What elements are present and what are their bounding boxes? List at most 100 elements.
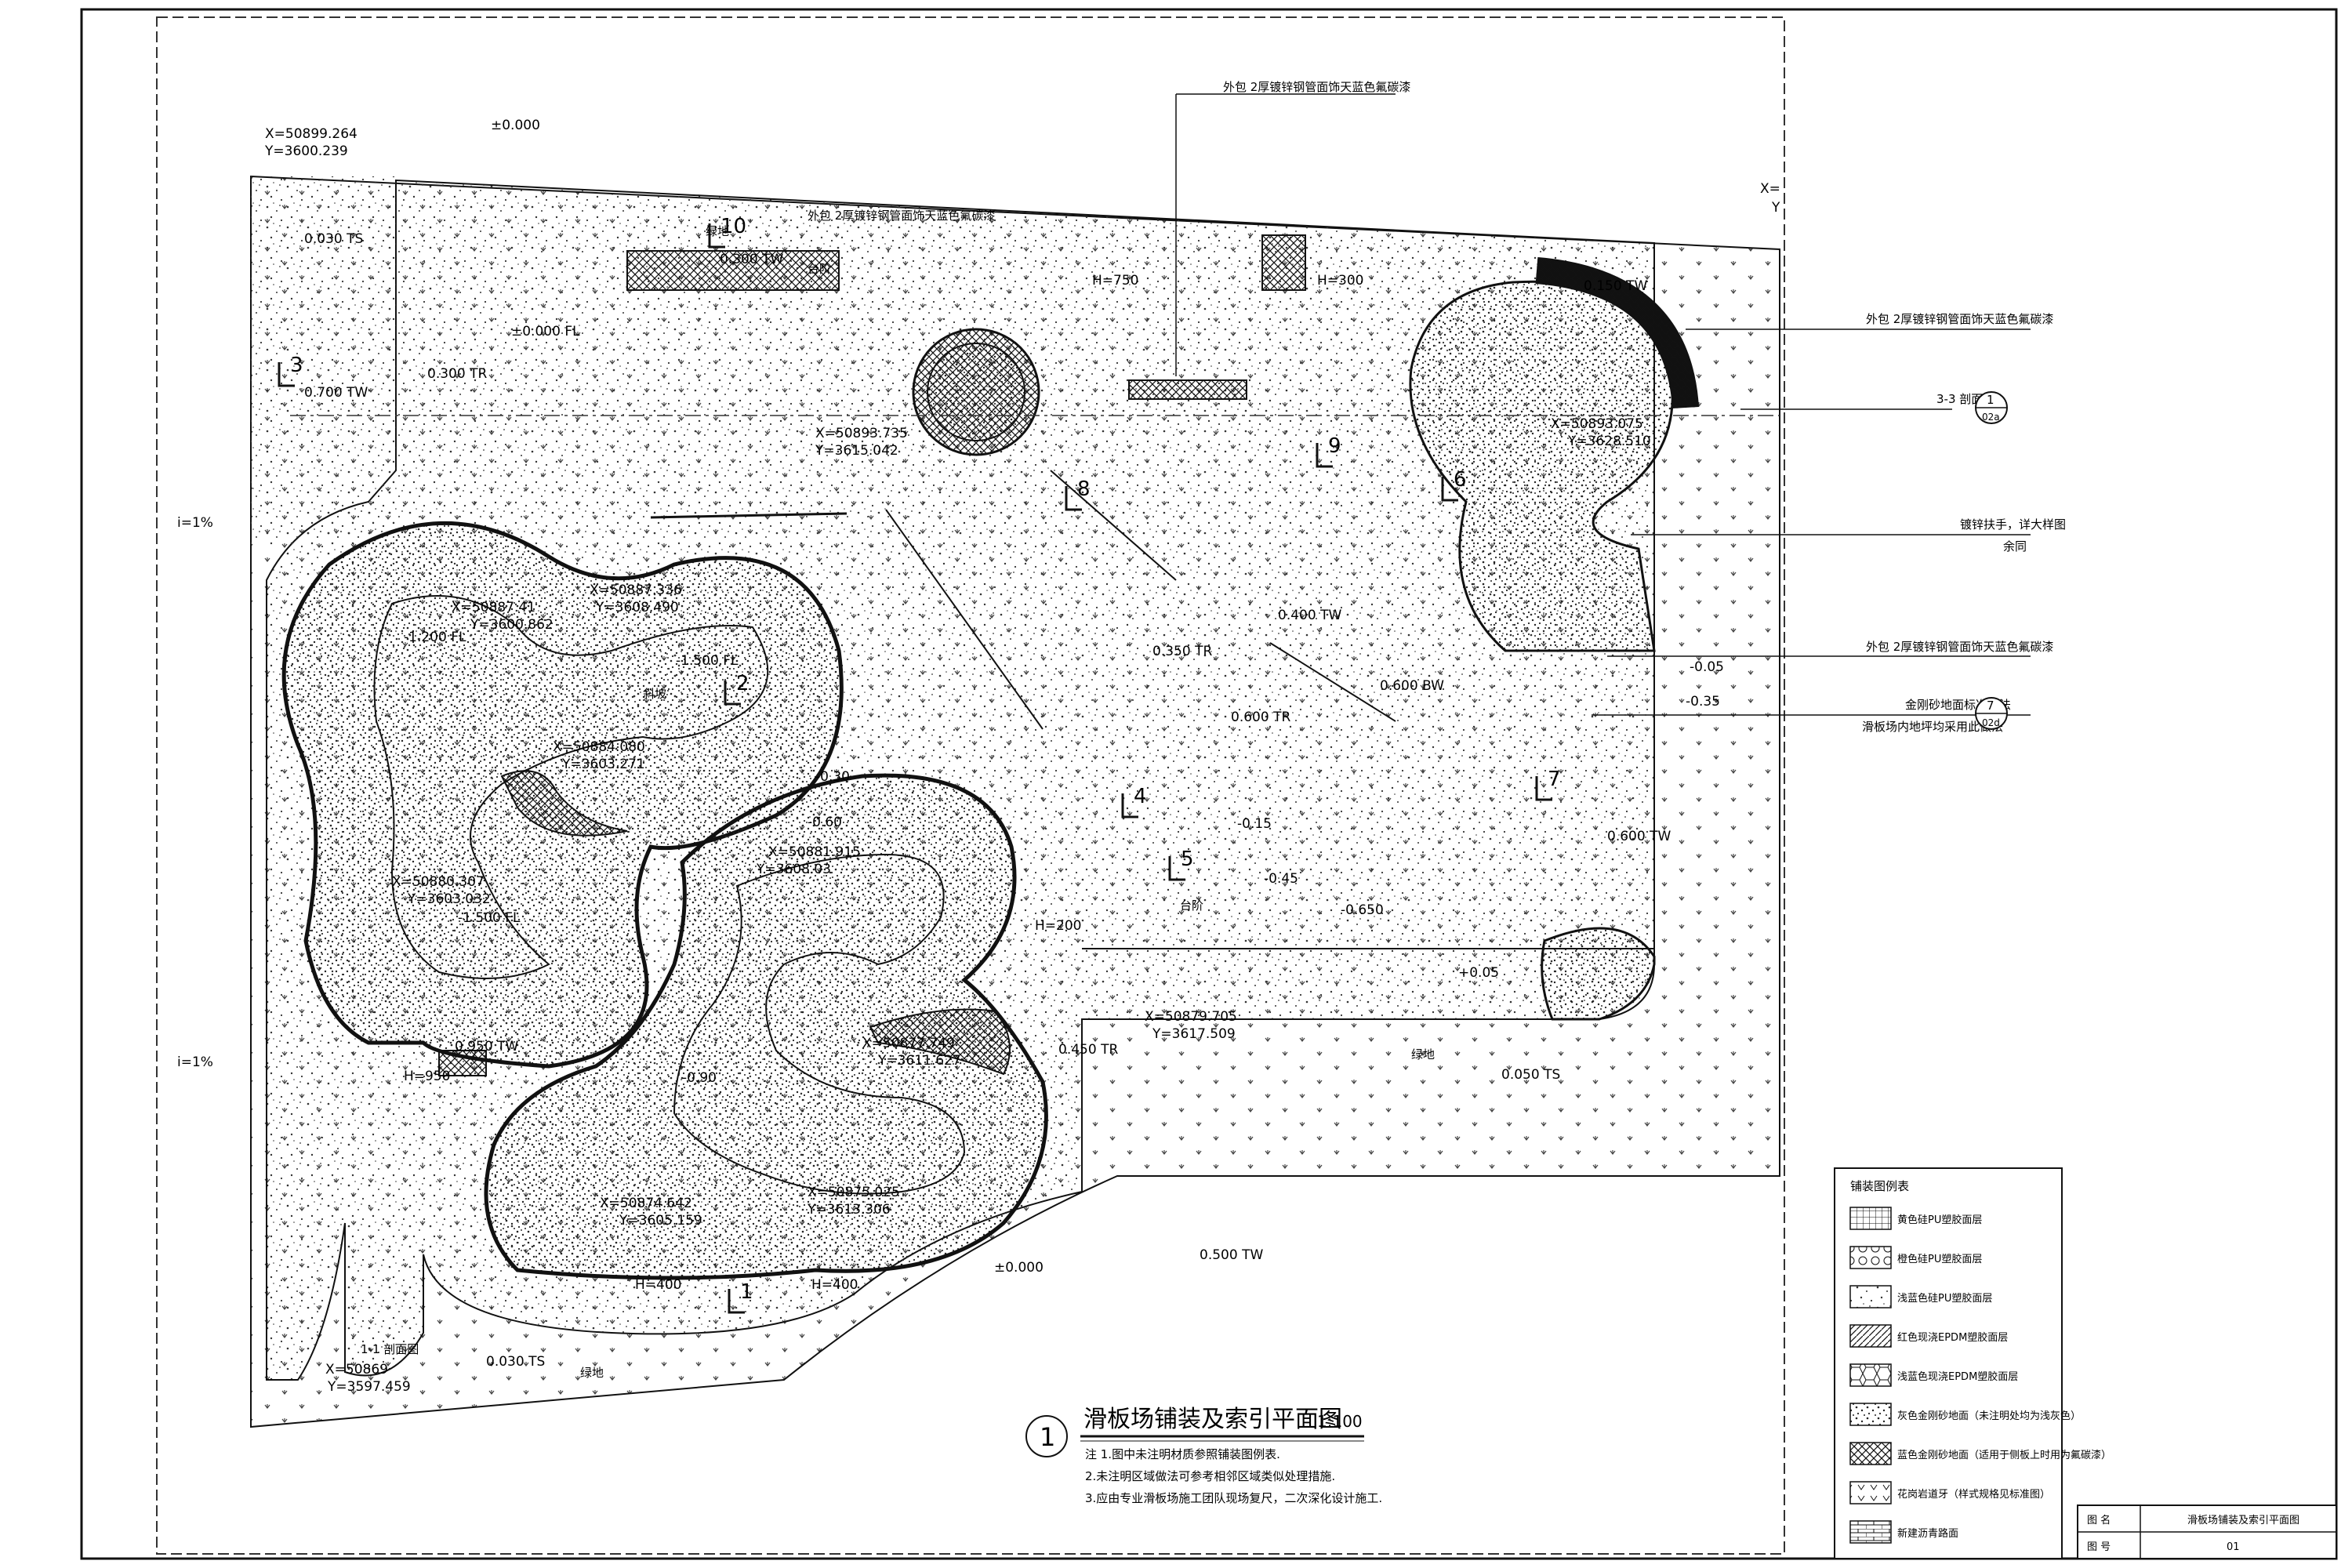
drawing-title-block: 1 滑板场铺装及索引平面图 1:100 <box>1025 1406 1364 1457</box>
elev-h400b: H=400 <box>811 1277 858 1293</box>
elev-tw500: 0.500 TW <box>1200 1247 1263 1263</box>
legend-swatch <box>1849 1246 1892 1269</box>
title-text: 滑板场铺装及索引平面图 <box>1083 1406 1342 1433</box>
elev-tw300: 0.300 TW <box>720 252 783 267</box>
elev-m090: -0.90 <box>682 1070 717 1086</box>
title-number: 1 <box>1040 1422 1055 1452</box>
elev-tw400: 0.400 TW <box>1278 608 1341 623</box>
elev-bottom: ±0.000 <box>994 1260 1044 1276</box>
label-greenland-2: 绿地 <box>1411 1047 1435 1062</box>
section-cut-mark <box>1065 486 1082 511</box>
elev-tr600: 0.600 TR <box>1231 710 1290 725</box>
coord-c5-y: Y=3603.271 <box>561 757 645 772</box>
elev-top: ±0.000 <box>491 118 540 133</box>
bubble-7-num: 7 <box>1987 699 1994 713</box>
coord-c4-y: Y=3600.862 <box>470 617 554 633</box>
note-1: 注 1.图中未注明材质参照铺装图例表. <box>1085 1447 1280 1461</box>
coord-c3-y: Y=3608.490 <box>595 600 679 615</box>
section-cut-mark <box>1316 443 1333 468</box>
center-bowl-inner <box>673 853 966 1195</box>
coord-c11-x: X=50874.642 <box>600 1196 692 1211</box>
elev-fl000: ±0.000 FL <box>511 324 580 339</box>
legend-label: 黄色硅PU塑胶面层 <box>1897 1214 1982 1226</box>
section-cut-mark <box>278 362 295 387</box>
coord-c7-x: X=50881.915 <box>768 844 861 860</box>
section-mark-number: 7 <box>1548 768 1561 791</box>
right-curved-wall-fill <box>1535 259 1697 409</box>
legend-label: 橙色硅PU塑胶面层 <box>1897 1253 1982 1265</box>
legend-label: 浅蓝色现浇EPDM塑胶面层 <box>1897 1370 2018 1383</box>
coord-c12-x: X=50869 <box>325 1362 388 1377</box>
coord-c8-y: Y=3617.509 <box>1152 1026 1236 1042</box>
section-cut-mark <box>1535 776 1552 801</box>
legend-label: 蓝色金刚砂地面（适用于侧板上时用为氟碳漆） <box>1897 1449 2111 1461</box>
elev-bw600: 0.600 BW <box>1380 678 1444 694</box>
legend-label: 新建沥青路面 <box>1897 1527 1958 1540</box>
elev-fl1500: -1.500 FL <box>676 653 739 669</box>
elev-h750: H=750 <box>1092 273 1138 289</box>
legend-label: 红色现浇EPDM塑胶面层 <box>1897 1331 2008 1344</box>
label-slope: 斜坡 <box>643 687 666 701</box>
label-greenland-1: 绿地 <box>706 224 729 238</box>
legend-title: 铺装图例表 <box>1850 1179 1909 1193</box>
tb-row2-label: 图 号 <box>2087 1541 2111 1553</box>
top-ledge-left <box>626 250 840 291</box>
elev-tw950: 0.950 TW <box>455 1039 518 1054</box>
callout-right-2: 外包 2厚镀锌钢管面饰天蓝色氟碳漆 <box>1866 640 2053 654</box>
elev-m015: -0.15 <box>1237 816 1272 832</box>
title-block: 图 名 滑板场铺装及索引平面图 图 号 01 <box>2077 1504 2337 1559</box>
slope-2: i=1% <box>177 1054 213 1070</box>
legend-label: 灰色金刚砂地面（未注明处均为浅灰色） <box>1897 1410 2081 1422</box>
tb-row2-value: 01 <box>2227 1541 2240 1553</box>
section-mark-number: 5 <box>1181 848 1194 871</box>
note-2: 2.未注明区域做法可参考相邻区域类似处理措施. <box>1085 1469 1335 1483</box>
coord-c11-y: Y=3605.159 <box>619 1213 702 1229</box>
coord-c8-x: X=50879.705 <box>1145 1009 1237 1025</box>
section-cut-mark <box>724 681 741 706</box>
tb-row1-value: 滑板场铺装及索引平面图 <box>2187 1515 2299 1526</box>
title-scale: 1:100 <box>1317 1412 1363 1431</box>
section-cut-mark <box>1121 793 1138 818</box>
coord-c1-x: X=50893.735 <box>815 426 908 441</box>
callout-edge-2: 滑板场内地坪均采用此做法 <box>1862 720 2003 734</box>
label-platform: 台阶 <box>808 262 831 276</box>
mid-bench <box>1128 379 1247 400</box>
elev-ts050: 0.050 TS <box>1501 1067 1560 1083</box>
section-mark-number: 8 <box>1077 477 1091 501</box>
legend-swatch <box>1849 1324 1892 1348</box>
elev-tr300-a: 0.300 TR <box>427 366 487 382</box>
coord-c6-y: Y=3603.032 <box>407 891 491 907</box>
coord-c3-x: X=50887.336 <box>590 583 682 598</box>
section-mark-number: 10 <box>720 215 746 238</box>
elev-tr450: 0.450 TR <box>1058 1042 1118 1058</box>
legend-swatch <box>1849 1403 1892 1426</box>
bubble-3-num: 1 <box>1987 393 1994 407</box>
elev-m060: -0.60 <box>808 815 842 830</box>
legend-swatch <box>1849 1207 1892 1230</box>
elev-tw700: 0.700 TW <box>304 385 368 401</box>
elev-ts030: 0.030 TS <box>304 231 363 247</box>
bubble-7-sheet: 02d <box>1982 717 2000 728</box>
elev-m005: -0.05 <box>1690 659 1724 675</box>
elev-tw150: 0.150 TW <box>1584 278 1647 294</box>
drawing-frame-dashed <box>156 16 1785 1555</box>
elev-fl1200: -1.200 FL <box>404 630 466 645</box>
legend-swatch <box>1849 1285 1892 1308</box>
left-paved-strip <box>251 176 396 545</box>
coord-c12-y: Y=3597.459 <box>327 1379 411 1395</box>
label-greenland-3: 绿地 <box>580 1366 604 1380</box>
label-platform-2: 台阶 <box>1180 898 1203 913</box>
coord-top-left-y: Y=3600.239 <box>264 143 348 159</box>
lower-left-bench <box>438 1050 487 1076</box>
coord-top-right-y: Y <box>1771 200 1780 216</box>
coord-c10-x: X=50875.025 <box>808 1185 900 1200</box>
coord-c2-y: Y=3628.510 <box>1567 434 1651 449</box>
elev-fl1500b: -1.500 FL <box>458 910 521 926</box>
elev-h400: H=400 <box>635 1277 681 1293</box>
callout-inner: 外包 2厚镀锌钢管面饰天蓝色氟碳漆 <box>808 209 995 223</box>
callout-right-1: 外包 2厚镀锌钢管面饰天蓝色氟碳漆 <box>1866 312 2053 326</box>
coord-c9-x: X=50877.749 <box>862 1036 955 1051</box>
section-mark-number: 1 <box>740 1280 753 1304</box>
round-bowl-inner <box>927 343 1025 441</box>
